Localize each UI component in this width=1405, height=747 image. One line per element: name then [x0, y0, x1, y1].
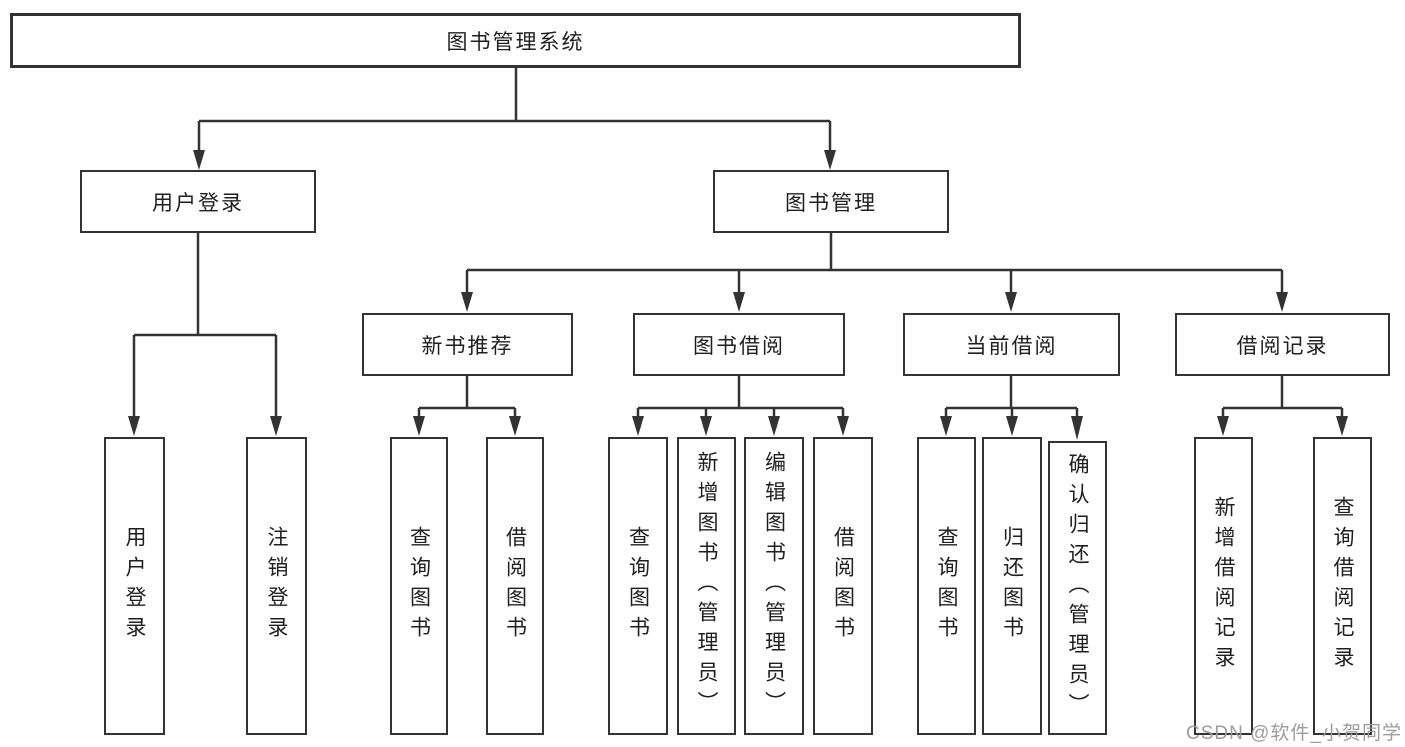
- arrowheads: [128, 150, 1348, 440]
- node-new-book-recommend: 新书推荐: [362, 313, 573, 376]
- node-book-borrowing: 图书借阅: [633, 313, 845, 376]
- node-book-management: 图书管理: [713, 170, 949, 233]
- leaf-current-confirm-return: 确认归还（管理员）: [1048, 441, 1107, 735]
- leaf-borrowing-add-books: 新增图书（管理员）: [677, 437, 736, 735]
- leaf-current-query-books: 查询图书: [917, 437, 976, 735]
- leaf-borrowing-query-books: 查询图书: [608, 437, 668, 735]
- leaf-recommend-query-books: 查询图书: [390, 437, 448, 735]
- node-current-borrowing: 当前借阅: [903, 313, 1120, 376]
- leaf-logout: 注销登录: [246, 437, 307, 735]
- node-borrowing-records: 借阅记录: [1175, 313, 1390, 376]
- leaf-user-login: 用户登录: [104, 437, 165, 735]
- leaf-borrowing-borrow-books: 借阅图书: [813, 437, 873, 735]
- node-user-login: 用户登录: [80, 170, 316, 233]
- leaf-records-add-record: 新增借阅记录: [1194, 437, 1253, 735]
- csdn-watermark: CSDN @软件_小贺同学: [1186, 723, 1402, 744]
- connector-edges: [132, 68, 1344, 418]
- leaf-recommend-borrow-books: 借阅图书: [486, 437, 544, 735]
- node-root: 图书管理系统: [10, 13, 1021, 68]
- leaf-borrowing-edit-books: 编辑图书（管理员）: [744, 437, 804, 735]
- leaf-records-query-record: 查询借阅记录: [1313, 437, 1372, 735]
- leaf-current-return-books: 归还图书: [982, 437, 1042, 735]
